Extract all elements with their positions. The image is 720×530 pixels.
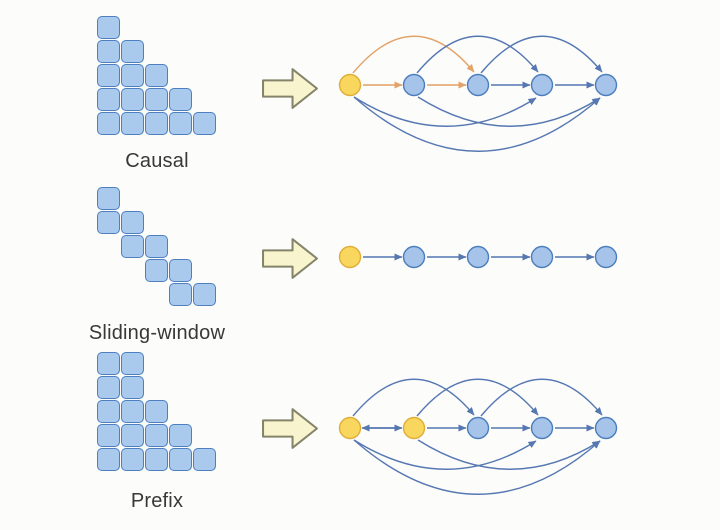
edge-1-3 <box>352 35 475 74</box>
token-node-3-blue <box>466 73 490 97</box>
mask-cell <box>169 88 192 111</box>
token-node-1-yellow <box>338 416 362 440</box>
block-arrow-right-icon <box>262 68 318 109</box>
edge-1-4 <box>353 439 537 470</box>
mask-cell <box>121 88 144 111</box>
mask-cell <box>145 64 168 87</box>
mask-cell <box>97 376 120 399</box>
mask-cell <box>121 64 144 87</box>
mask-cell <box>121 352 144 375</box>
mask-cell <box>145 400 168 423</box>
mask-cell <box>97 424 120 447</box>
token-node-5-blue <box>594 245 618 269</box>
edge-2-5 <box>417 439 601 470</box>
mask-cell <box>121 448 144 471</box>
mask-cell <box>97 40 120 63</box>
mask-cell <box>97 112 120 135</box>
causal-graph <box>338 35 618 152</box>
mask-cell <box>121 424 144 447</box>
mask-cell <box>97 448 120 471</box>
block-arrow-right-icon <box>262 238 318 279</box>
mask-cell <box>121 376 144 399</box>
mask-cell <box>145 424 168 447</box>
mask-cell <box>145 88 168 111</box>
mask-cell <box>193 283 216 306</box>
mask-cell <box>97 16 120 39</box>
prefix-attention-mask <box>97 352 216 471</box>
mask-cell <box>121 112 144 135</box>
mask-cell <box>169 448 192 471</box>
block-arrow-right-icon <box>262 408 318 449</box>
mask-cell <box>97 352 120 375</box>
mask-cell <box>97 88 120 111</box>
prefix-graph <box>338 378 618 495</box>
mask-cell <box>121 235 144 258</box>
token-node-1-yellow <box>338 73 362 97</box>
token-node-5-blue <box>594 73 618 97</box>
causal-attention-mask <box>97 16 216 135</box>
edge-1-5 <box>353 439 601 495</box>
mask-cell <box>193 112 216 135</box>
mask-cell <box>169 112 192 135</box>
mask-cell <box>121 40 144 63</box>
mask-cell <box>145 235 168 258</box>
edge-3-5 <box>480 378 603 417</box>
mask-cell <box>145 112 168 135</box>
token-node-1-yellow <box>338 245 362 269</box>
mask-cell <box>169 424 192 447</box>
token-node-3-blue <box>466 245 490 269</box>
mask-cell <box>145 448 168 471</box>
block-arrow-shape <box>262 238 318 279</box>
token-node-2-blue <box>402 245 426 269</box>
token-node-2-blue <box>402 73 426 97</box>
sliding-window-label: Sliding-window <box>88 322 226 344</box>
token-node-4-blue <box>530 416 554 440</box>
mask-cell <box>97 400 120 423</box>
mask-cell <box>121 400 144 423</box>
edge-1-4 <box>353 96 537 127</box>
prefix-label: Prefix <box>130 490 184 512</box>
token-node-4-blue <box>530 245 554 269</box>
mask-cell <box>169 259 192 282</box>
mask-cell <box>193 448 216 471</box>
block-arrow-shape <box>262 68 318 109</box>
edge-3-5 <box>480 35 603 74</box>
mask-cell <box>97 187 120 210</box>
token-node-3-blue <box>466 416 490 440</box>
sliding-window-graph <box>338 245 618 269</box>
token-node-2-yellow <box>402 416 426 440</box>
edge-2-4 <box>416 378 539 417</box>
mask-cell <box>121 211 144 234</box>
edge-2-4 <box>416 35 539 74</box>
sliding-window-attention-mask <box>97 187 216 306</box>
edge-1-5 <box>353 96 601 152</box>
edge-1-3 <box>352 378 475 417</box>
token-node-5-blue <box>594 416 618 440</box>
mask-cell <box>97 64 120 87</box>
causal-label: Causal <box>125 150 189 172</box>
mask-cell <box>145 259 168 282</box>
mask-cell <box>169 283 192 306</box>
block-arrow-shape <box>262 408 318 449</box>
token-node-4-blue <box>530 73 554 97</box>
mask-cell <box>97 211 120 234</box>
edge-2-5 <box>417 96 601 127</box>
